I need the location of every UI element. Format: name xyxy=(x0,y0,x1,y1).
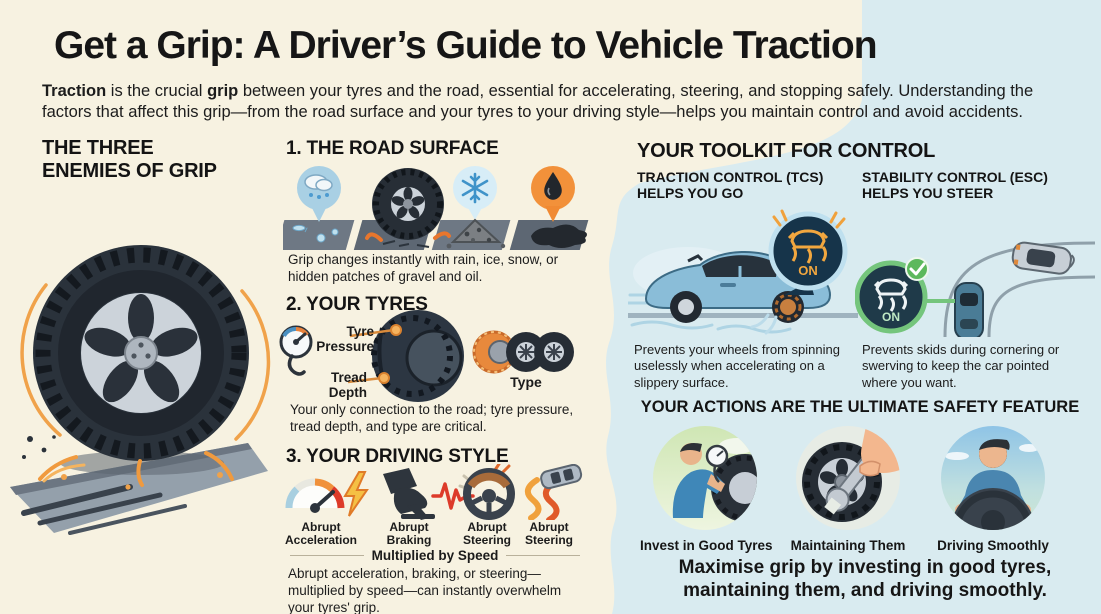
swerving-car-icon xyxy=(524,464,583,520)
divider-label: Multiplied by Speed xyxy=(371,548,499,563)
tread-depth-label: Tread Depth xyxy=(328,370,367,400)
left-panel-heading: THE THREE ENEMIES OF GRIP xyxy=(42,137,217,182)
skidding-tire-illustration xyxy=(10,245,271,535)
section-road-surface-heading: 1. THE ROAD SURFACE xyxy=(286,138,499,159)
esc-badge-on-label: ON xyxy=(882,310,900,324)
road-conditions-icons xyxy=(283,166,589,250)
action-label-invest: Invest in Good Tyres xyxy=(640,538,773,553)
driving-item-label: Abrupt Steering xyxy=(462,520,511,548)
action-label-maintain: Maintaining Them xyxy=(790,538,906,553)
oil-puddle-icon xyxy=(531,224,587,248)
tcs-car-glyph xyxy=(787,229,829,264)
driving-style-caption: Abrupt acceleration, braking, or steerin… xyxy=(288,566,562,614)
oil-drop-pin-icon xyxy=(531,166,575,222)
tire-on-road-icon xyxy=(365,168,451,248)
tcs-illustration: ON xyxy=(628,209,858,335)
multiplied-by-speed-divider: Multiplied by Speed xyxy=(290,548,581,563)
section-driving-style-heading: 3. YOUR DRIVING STYLE xyxy=(286,446,509,467)
tyre-types-icon xyxy=(472,330,574,374)
driving-item-label: Abrupt Braking xyxy=(386,520,432,548)
steering-wheel-icon xyxy=(458,464,515,520)
tyres-caption: Your only connection to the road; tyre p… xyxy=(290,402,574,434)
water-drops-icon xyxy=(292,224,339,243)
tire-icon xyxy=(33,245,249,461)
lightning-bolt-icon xyxy=(343,471,369,517)
brake-pedal-icon xyxy=(383,468,435,520)
tcs-badge-on-label: ON xyxy=(798,263,818,278)
tyre-pressure-label: Tyre Pressure xyxy=(316,324,374,354)
action-label-drive: Driving Smoothly xyxy=(937,538,1049,553)
driving-item-label: Abrupt Steering xyxy=(524,520,573,548)
tyre-cross-section-icon xyxy=(371,310,464,402)
esc-heading: STABILITY CONTROL (ESC) HELPS YOU STEER xyxy=(862,169,1048,201)
esc-gray-car-icon xyxy=(1011,241,1075,275)
gravel-pile-icon xyxy=(446,218,506,249)
check-icon xyxy=(905,257,929,281)
page-title: Get a Grip: A Driver’s Guide to Vehicle … xyxy=(54,24,878,67)
tcs-caption: Prevents your wheels from spinning usele… xyxy=(634,342,840,390)
driving-style-icons xyxy=(285,464,583,520)
driving-smoothly-illustration xyxy=(941,426,1045,530)
toolkit-heading: YOUR TOOLKIT FOR CONTROL xyxy=(637,140,936,162)
speedometer-icon xyxy=(285,478,345,513)
esc-car-glyph xyxy=(873,278,909,312)
snowflake-pin-icon xyxy=(453,166,497,220)
esc-caption: Prevents skids during cornering or swerv… xyxy=(862,342,1060,390)
tyre-type-label: Type xyxy=(510,374,542,390)
tcs-warning-badge: ON xyxy=(768,209,848,295)
leader-lines xyxy=(347,328,395,384)
actions-footer-text: Maximise grip by investing in good tyres… xyxy=(678,557,1052,602)
maintaining-illustration xyxy=(796,426,900,530)
esc-badge: ON xyxy=(855,257,929,334)
esc-blue-car-icon xyxy=(954,282,984,337)
rain-pin-icon xyxy=(297,166,341,222)
tcs-heading: TRACTION CONTROL (TCS) HELPS YOU GO xyxy=(637,169,824,201)
section-tyres-heading: 2. YOUR TYRES xyxy=(286,294,428,315)
actions-heading: YOUR ACTIONS ARE THE ULTIMATE SAFETY FEA… xyxy=(640,398,1080,416)
driving-item-label: Abrupt Acceleration xyxy=(284,520,358,548)
page-subtitle: Traction is the crucial grip between you… xyxy=(42,82,1038,122)
invest-good-tyres-illustration xyxy=(653,426,757,530)
subtitle-bold-traction: Traction xyxy=(42,82,107,100)
tyre-diagram xyxy=(279,310,574,402)
pressure-gauge-icon xyxy=(279,325,313,376)
subtitle-bold-grip: grip xyxy=(207,82,239,100)
esc-illustration: ON xyxy=(855,241,1095,337)
road-surface-caption: Grip changes instantly with rain, ice, s… xyxy=(288,252,559,284)
